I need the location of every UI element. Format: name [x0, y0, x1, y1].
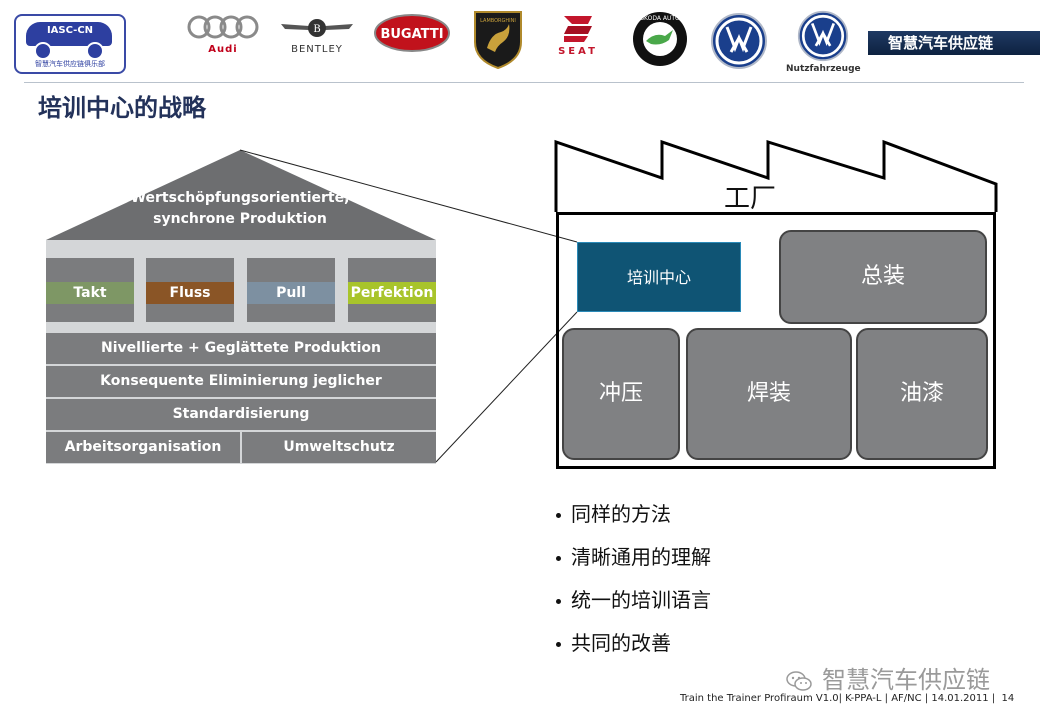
brand-logo-audi: Audi [184, 12, 262, 72]
area-painting: 油漆 [856, 328, 988, 460]
seat-s-icon [564, 16, 592, 42]
floor-eliminierung: Konsequente Eliminierung jeglicher Versc… [46, 366, 436, 420]
bentley-wings-icon: B [281, 19, 353, 37]
pillar-perfektion: Perfektion [348, 258, 436, 322]
pillar-label: Takt [46, 282, 134, 304]
bugatti-oval-icon: BUGATTI [374, 14, 450, 52]
brand-name: SKODA AUTO [640, 15, 680, 22]
pillar-pull: Pull [247, 258, 335, 322]
brand-name: Audi [208, 44, 238, 55]
brand-logo-vw [708, 12, 770, 72]
factory-box [556, 212, 996, 469]
brand-logo-bugatti: BUGATTI [372, 12, 452, 72]
brand-name: BENTLEY [291, 44, 343, 55]
supply-chain-banner: 智慧汽车供应链 [868, 31, 1040, 55]
bullet-item: 同样的方法 [556, 498, 671, 527]
factory-roof [554, 139, 998, 212]
pillar-takt: Takt [46, 258, 134, 322]
wheel-icon [34, 42, 52, 60]
bullet-dot-icon [556, 642, 561, 647]
brand-name: BUGATTI [380, 27, 443, 42]
brand-logo-seat: SEAT [546, 12, 610, 72]
watermark-text: 智慧汽车供应链 [822, 666, 990, 694]
skoda-arrow-icon: SKODA AUTO [633, 12, 687, 66]
pillar-fluss: Fluss [146, 258, 234, 322]
floor-umweltschutz: Umweltschutz [242, 432, 436, 463]
wechat-watermark: 智慧汽车供应链 [786, 660, 990, 695]
bullet-item: 统一的培训语言 [556, 584, 711, 613]
house-roof-text: Wertschöpfungsorientierte, synchrone Pro… [120, 188, 360, 230]
brand-name: LAMBORGHINI [480, 18, 516, 24]
bullet-dot-icon [556, 513, 561, 518]
vw-icon [711, 13, 767, 69]
wheel-icon [86, 42, 104, 60]
brand-name: Nutzfahrzeuge [786, 64, 861, 74]
wechat-icon [786, 670, 812, 692]
floor-arbeitsorganisation: Arbeitsorganisation [46, 432, 240, 463]
lamborghini-shield-icon: LAMBORGHINI [474, 11, 522, 70]
bullet-text: 清晰通用的理解 [571, 545, 711, 569]
page-title: 培训中心的战略 [38, 93, 206, 122]
bullet-item: 共同的改善 [556, 627, 671, 656]
factory-label: 工厂 [723, 184, 776, 214]
area-stamping: 冲压 [562, 328, 680, 460]
slide-footer: Train the Trainer Profiraum V1.0| K-PPA-… [680, 693, 1014, 704]
vw-commercial-icon [797, 10, 849, 62]
bullet-text: 同样的方法 [571, 502, 671, 526]
bullet-dot-icon [556, 556, 561, 561]
brand-logo-bentley: B BENTLEY [278, 12, 356, 72]
floor-standardisierung: Standardisierung [46, 399, 436, 430]
club-logo-subtitle: 智慧汽车供应链俱乐部 [35, 60, 105, 68]
pillar-label: Perfektion [348, 282, 436, 304]
svg-text:B: B [313, 24, 320, 35]
header-divider [24, 82, 1024, 83]
club-logo-name: IASC-CN [46, 25, 94, 36]
roof-line-2: synchrone Produktion [153, 211, 327, 227]
footer-text: Train the Trainer Profiraum V1.0| K-PPA-… [680, 693, 996, 704]
brand-name: SEAT [558, 46, 598, 57]
page-number: 14 [1001, 693, 1015, 704]
brand-logo-skoda: SKODA AUTO [630, 10, 690, 70]
pillar-label: Fluss [146, 282, 234, 304]
brand-logo-vw-commercial: Nutzfahrzeuge [786, 10, 861, 74]
roof-line-1: Wertschöpfungsorientierte, [130, 190, 350, 206]
club-logo: IASC-CN 智慧汽车供应链俱乐部 [14, 14, 126, 74]
area-assembly: 总装 [779, 230, 987, 324]
brand-logo-lamborghini: LAMBORGHINI [470, 8, 526, 70]
bullet-text: 共同的改善 [571, 631, 671, 655]
bullet-item: 清晰通用的理解 [556, 541, 711, 570]
area-welding: 焊装 [686, 328, 852, 460]
bullet-dot-icon [556, 599, 561, 604]
bullet-text: 统一的培训语言 [571, 588, 711, 612]
audi-rings-icon [187, 15, 259, 39]
house-roof [46, 150, 436, 240]
floor-nivellierte: Nivellierte + Geglättete Produktion [46, 333, 436, 364]
training-center-box: 培训中心 [577, 242, 741, 312]
pillar-label: Pull [247, 282, 335, 304]
